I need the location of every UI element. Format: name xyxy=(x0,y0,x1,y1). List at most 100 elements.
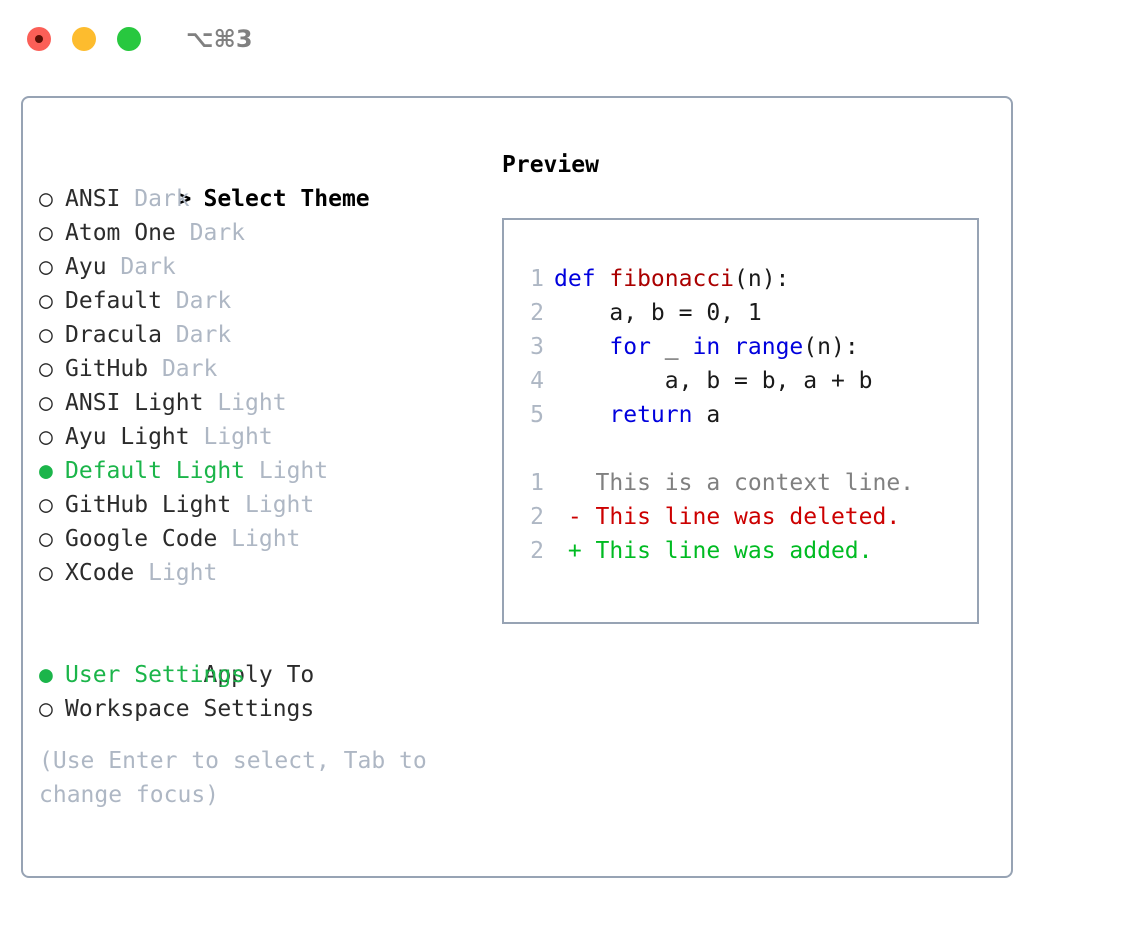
diff-line-text: + This line was added. xyxy=(554,538,873,564)
radio-selected-icon: ● xyxy=(39,458,53,484)
code-token: return xyxy=(609,402,693,428)
diff-line-text: This is a context line. xyxy=(554,470,915,496)
code-line: 2 a, b = 0, 1 xyxy=(518,296,914,330)
theme-list-item[interactable]: ●Default Light Light xyxy=(39,454,499,488)
radio-unselected-icon: ○ xyxy=(39,322,53,348)
theme-list-item[interactable]: ○ANSI Dark xyxy=(39,182,499,216)
theme-list-item[interactable]: ○ Ayu Light Light xyxy=(39,420,499,454)
theme-name: Atom One xyxy=(65,220,190,246)
line-number: 2 xyxy=(530,300,544,326)
line-number: 1 xyxy=(530,266,544,292)
code-token: (n): xyxy=(734,266,790,292)
theme-name: Ayu xyxy=(65,254,121,280)
theme-list-item[interactable]: ○ Atom One Dark xyxy=(39,216,499,250)
apply-to-option[interactable]: ○ Workspace Settings xyxy=(39,692,499,726)
diff-line: 2 - This line was deleted. xyxy=(518,500,914,534)
theme-list: ○ANSI Dark○Atom One Dark○Ayu Dark○Defaul… xyxy=(39,182,499,590)
code-token: _ xyxy=(650,334,693,360)
theme-list-item[interactable]: ○XCode Light xyxy=(39,556,499,590)
minimize-button[interactable] xyxy=(72,27,96,51)
radio-unselected-icon: ○ xyxy=(39,424,53,450)
window-shortcut-label: ⌥⌘3 xyxy=(186,25,253,53)
code-line: 4 a, b = b, a + b xyxy=(518,364,914,398)
theme-list-item[interactable]: ○Dracula Dark xyxy=(39,318,499,352)
line-number: 4 xyxy=(530,368,544,394)
theme-name: GitHub xyxy=(65,356,162,382)
apply-to-option-label: Workspace Settings xyxy=(65,696,315,722)
theme-list-item[interactable]: ○ Google Code Light xyxy=(39,522,499,556)
theme-mode-tag: Dark xyxy=(175,322,232,348)
theme-list-item[interactable]: ○ Ayu Dark xyxy=(39,250,499,284)
diff-line: 2 + This line was added. xyxy=(518,534,914,568)
diff-line-text: - This line was deleted. xyxy=(554,504,901,530)
radio-selected-icon: ● xyxy=(39,662,53,688)
radio-unselected-icon: ○ xyxy=(39,220,53,246)
radio-unselected-icon: ○ xyxy=(39,288,53,314)
theme-name: Default xyxy=(65,288,176,314)
code-token: def xyxy=(554,266,610,292)
main-panel: >Select Theme ○ANSI Dark○Atom One Dark○A… xyxy=(21,96,1013,878)
radio-unselected-icon: ○ xyxy=(39,254,53,280)
theme-mode-tag: Light xyxy=(148,560,218,586)
maximize-button[interactable] xyxy=(117,27,141,51)
close-button[interactable] xyxy=(27,27,51,51)
line-number: 2 xyxy=(530,538,544,564)
title-bar: ⌥⌘3 xyxy=(0,0,1140,78)
code-token xyxy=(720,334,734,360)
code-line: 1 def fibonacci(n): xyxy=(518,262,914,296)
code-token: a, b = b, a + b xyxy=(554,368,873,394)
theme-list-item[interactable]: ○ Default Dark xyxy=(39,284,499,318)
theme-name: Ayu Light xyxy=(65,424,204,450)
theme-mode-tag: Dark xyxy=(189,220,246,246)
code-line: 5 return a xyxy=(518,398,914,432)
code-token: a xyxy=(692,402,721,428)
theme-mode-tag: Light xyxy=(203,424,273,450)
radio-unselected-icon: ○ xyxy=(39,526,53,552)
line-number: 3 xyxy=(530,334,544,360)
list-spacer xyxy=(39,590,499,624)
theme-mode-tag: Light xyxy=(258,458,329,484)
theme-mode-tag: Dark xyxy=(120,254,176,280)
select-theme-header-label: Select Theme xyxy=(203,186,370,212)
theme-list-item[interactable]: ○ ANSI Light Light xyxy=(39,386,499,420)
theme-name: XCode xyxy=(65,560,149,586)
radio-unselected-icon: ○ xyxy=(39,492,53,518)
theme-mode-tag: Light xyxy=(217,390,287,416)
apply-to-option[interactable]: ● User Settings xyxy=(39,658,499,692)
apply-to-options: ● User Settings ○ Workspace Settings xyxy=(39,658,499,726)
code-token xyxy=(554,334,609,360)
theme-name: Google Code xyxy=(65,526,232,552)
theme-mode-tag: Dark xyxy=(175,288,232,314)
apply-to-label-row: ○Apply To xyxy=(39,624,499,688)
code-token: for xyxy=(609,334,651,360)
code-token: range xyxy=(734,334,804,360)
theme-list-item[interactable]: ○GitHub Light Light xyxy=(39,488,499,522)
theme-mode-tag: Light xyxy=(231,526,301,552)
preview-title: Preview xyxy=(502,152,599,178)
radio-unselected-icon: ○ xyxy=(39,186,53,212)
diff-line: 1 This is a context line. xyxy=(518,466,914,500)
apply-to-label: Apply To xyxy=(203,662,315,688)
line-number: 5 xyxy=(530,402,544,428)
theme-list-item[interactable]: ○GitHub Dark xyxy=(39,352,499,386)
traffic-light-group xyxy=(27,27,141,51)
code-line: 3 for _ in range(n): xyxy=(518,330,914,364)
code-token: fibonacci xyxy=(609,266,735,292)
apply-to-option-label: User Settings xyxy=(65,662,246,688)
code-token: a, b = 0, 1 xyxy=(554,300,762,326)
prompt-caret-icon: > xyxy=(177,186,192,212)
theme-mode-tag: Dark xyxy=(161,356,218,382)
code-token: in xyxy=(692,334,721,360)
line-number: 2 xyxy=(530,504,544,530)
radio-unselected-icon: ○ xyxy=(39,696,53,722)
select-theme-header: > Select Theme xyxy=(39,148,499,212)
code-diff-separator xyxy=(518,432,914,466)
theme-name: GitHub Light xyxy=(65,492,246,518)
radio-unselected-icon: ○ xyxy=(39,390,53,416)
theme-name: ANSI Light xyxy=(65,390,218,416)
code-token: (n): xyxy=(803,334,859,360)
